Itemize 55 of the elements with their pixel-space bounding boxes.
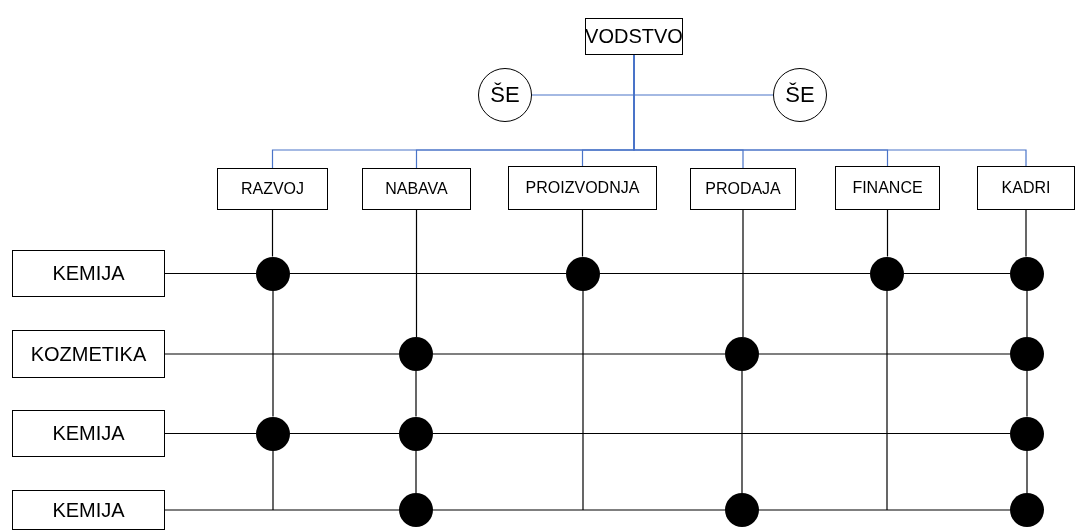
department-box: NABAVA xyxy=(362,168,471,210)
connector-line xyxy=(1026,370,1028,418)
connector-line xyxy=(742,209,744,338)
connector-line xyxy=(272,289,274,418)
connector-line xyxy=(903,272,1011,275)
intersection-dot xyxy=(1010,493,1044,527)
department-box: PROIZVODNJA xyxy=(508,166,657,210)
connector-line xyxy=(758,509,1011,511)
connector-line xyxy=(582,289,584,511)
intersection-dot xyxy=(725,493,759,527)
intersection-dot xyxy=(1010,416,1044,451)
intersection-dot xyxy=(725,337,759,371)
connector-line xyxy=(741,370,743,494)
connector-line xyxy=(886,209,889,258)
connector-line xyxy=(1026,449,1028,494)
connector-line xyxy=(758,353,1011,355)
intersection-dot xyxy=(399,493,433,527)
intersection-dot xyxy=(1010,256,1044,291)
connector-line xyxy=(581,209,584,258)
connector-line xyxy=(415,209,418,338)
connector-line xyxy=(164,353,400,355)
connector-line xyxy=(432,353,726,355)
department-box: PRODAJA xyxy=(690,168,796,210)
department-box: FINANCE xyxy=(835,166,940,210)
department-box: KADRI xyxy=(977,166,1075,210)
connector-line xyxy=(1026,289,1028,338)
connector-line xyxy=(164,432,257,435)
division-box: KOZMETIKA xyxy=(12,330,165,378)
management-box: VODSTVO xyxy=(585,18,683,55)
division-box: KEMIJA xyxy=(12,410,165,457)
department-box: RAZVOJ xyxy=(217,168,328,210)
division-box: KEMIJA xyxy=(12,490,165,530)
intersection-dot xyxy=(870,256,904,291)
intersection-dot xyxy=(399,416,433,451)
intersection-dot xyxy=(256,416,290,451)
intersection-dot xyxy=(1010,337,1044,371)
connector-line xyxy=(415,370,417,418)
connector-line xyxy=(289,272,567,275)
connector-line xyxy=(272,449,274,511)
circle-node: ŠE xyxy=(773,68,827,122)
intersection-dot xyxy=(399,337,433,371)
connector-line xyxy=(289,432,400,435)
connector-line xyxy=(1025,209,1027,258)
connector-line xyxy=(886,289,888,511)
circle-node: ŠE xyxy=(478,68,532,122)
intersection-dot xyxy=(566,256,600,291)
connector-line xyxy=(432,432,1011,435)
connector-line xyxy=(271,209,274,258)
division-box: KEMIJA xyxy=(12,250,165,297)
connector-line xyxy=(599,272,871,275)
connector-line xyxy=(164,272,257,275)
connector-line xyxy=(415,449,417,494)
connector-line xyxy=(432,509,726,511)
connector-line xyxy=(164,509,400,511)
intersection-dot xyxy=(256,256,290,291)
